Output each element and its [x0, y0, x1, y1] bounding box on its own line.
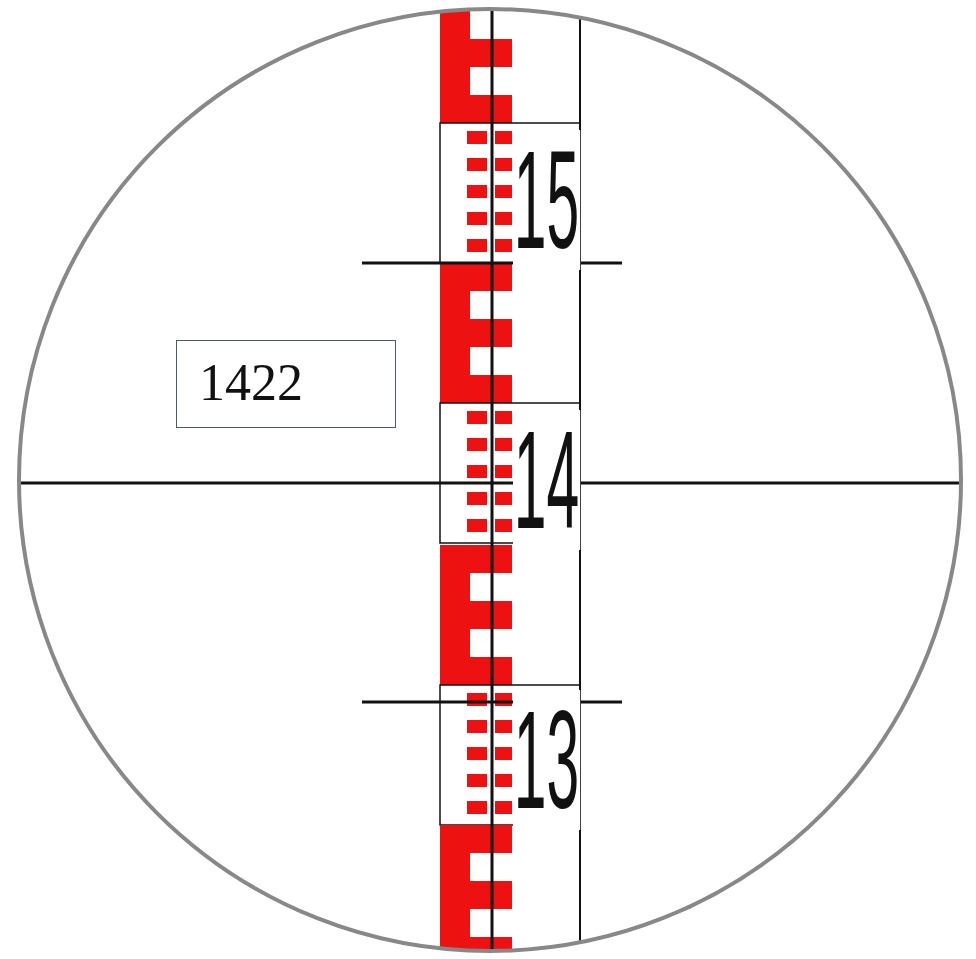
reading-callout: 1422 [176, 340, 396, 428]
stadia-line [362, 701, 622, 704]
e-tooth [440, 375, 512, 403]
cm-mark [467, 747, 487, 760]
staff-number: 13 [513, 690, 580, 830]
cm-mark [467, 519, 487, 532]
staff-number: 15 [513, 130, 580, 270]
cm-mark [467, 411, 487, 424]
cm-mark [495, 720, 512, 733]
cm-mark [467, 185, 487, 198]
e-tooth [440, 39, 512, 67]
cm-mark [495, 747, 512, 760]
e-tooth [440, 881, 512, 909]
leveling-staff [18, 0, 966, 959]
field-of-view [19, 9, 961, 951]
cm-mark [467, 158, 487, 171]
staff-face [440, 0, 580, 959]
e-tooth [440, 601, 512, 629]
cm-mark [495, 693, 512, 706]
cm-mark [495, 158, 512, 171]
e-tooth [440, 545, 512, 573]
horizontal-crosshair [18, 482, 966, 485]
staff-number: 14 [513, 410, 580, 550]
cm-mark [467, 693, 487, 706]
cm-mark [467, 239, 487, 252]
cm-mark [495, 774, 512, 787]
e-tooth [440, 825, 512, 853]
cm-mark [467, 212, 487, 225]
cm-mark [495, 438, 512, 451]
cm-mark [495, 465, 512, 478]
cm-mark [467, 492, 487, 505]
cm-mark [467, 801, 487, 814]
cm-mark [495, 801, 512, 814]
cm-mark [467, 438, 487, 451]
cm-mark [467, 774, 487, 787]
cm-mark [467, 720, 487, 733]
cm-mark [495, 131, 512, 144]
cm-mark [495, 411, 512, 424]
vertical-crosshair [491, 0, 494, 959]
cm-mark [495, 239, 512, 252]
cm-mark [495, 212, 512, 225]
cm-mark [495, 492, 512, 505]
e-tooth [440, 319, 512, 347]
stadia-line [362, 262, 622, 265]
cm-mark [495, 185, 512, 198]
cm-mark [467, 465, 487, 478]
cm-mark [495, 519, 512, 532]
e-tooth [440, 657, 512, 685]
e-tooth [440, 263, 512, 291]
reading-value: 1422 [199, 357, 373, 409]
e-tooth [440, 95, 512, 123]
cm-mark [467, 131, 487, 144]
